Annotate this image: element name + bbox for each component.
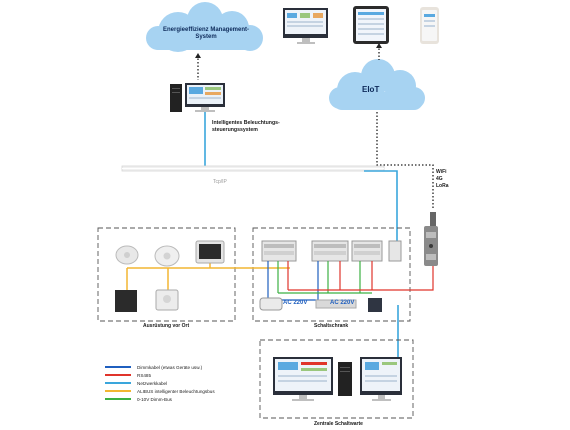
monitor-icon — [273, 357, 333, 401]
cabinet-group-label: Schaltschrank — [314, 323, 349, 329]
pc-tower-icon — [338, 362, 352, 396]
power-label-left: AC 220V — [283, 300, 308, 306]
pc-tower-icon — [170, 84, 182, 112]
tablet-icon — [353, 6, 389, 44]
controller-label: Intelligentes Beleuchtungs- steuerungssy… — [212, 120, 280, 133]
legend-item: 0-10V Dimm-Bus — [105, 395, 172, 403]
legend-label: Dimmkabel (etwas Geräte usw.) — [137, 364, 203, 370]
sensor-icon — [115, 245, 139, 265]
cloud-icon — [329, 59, 425, 110]
legend-swatch — [105, 390, 131, 392]
legend-label: 0-10V Dimm-Bus — [137, 396, 172, 402]
power-label-right: AC 220V — [330, 300, 355, 306]
energy-cloud-label: Energieeffizienz Management-System — [162, 27, 249, 40]
legend-label: Netzwerkkabel — [137, 380, 168, 386]
eiot-cloud — [329, 59, 425, 110]
monitor-icon — [283, 8, 328, 44]
sensor-icon — [155, 289, 179, 311]
tcp-bus — [121, 165, 385, 172]
antenna-gateway-icon — [424, 212, 438, 266]
wireless-label-wifi: WiFi — [436, 169, 447, 175]
field-group-box — [97, 227, 236, 322]
wireless-label-lora: LoRa — [436, 183, 449, 189]
sensor-icon — [154, 245, 180, 267]
field-group-label: Ausrüstung vor Ort — [143, 323, 190, 329]
breaker-icon — [259, 297, 283, 311]
cloud-icon — [146, 2, 263, 52]
power-strip-icon — [315, 299, 357, 309]
energy-cloud — [146, 2, 263, 52]
monitor-icon — [185, 83, 225, 112]
legend-swatch — [105, 374, 131, 376]
legend-swatch — [105, 366, 131, 368]
relay-module-icon — [261, 240, 297, 262]
eiot-cloud-label: EIoT — [362, 85, 380, 94]
legend-item: RS485 — [105, 371, 151, 379]
legend-label: ALIBUS intelligenter Beleuchtungsbus — [137, 388, 215, 394]
legend-item: Netzwerkkabel — [105, 379, 167, 387]
control-room-pc-left — [273, 357, 333, 401]
bus-label: Tcp/IP — [213, 179, 227, 185]
legend-item: Dimmkabel (etwas Geräte usw.) — [105, 363, 202, 371]
legend-label: RS485 — [137, 372, 152, 378]
legend-swatch — [105, 398, 131, 400]
phone-icon — [420, 7, 439, 44]
legend-swatch — [105, 382, 131, 384]
controller-pc — [170, 83, 225, 112]
relay-module-icon — [351, 240, 383, 262]
switch-panel-icon — [115, 290, 137, 312]
power-supply-icon — [368, 298, 382, 312]
monitor-icon — [360, 357, 402, 401]
relay-module-icon — [388, 240, 402, 262]
relay-module-icon — [311, 240, 349, 262]
wireless-label-4g: 4G — [436, 176, 443, 182]
cabinet-group-box — [252, 227, 411, 322]
control-room-label: Zentrale Schaltwarte — [314, 421, 363, 427]
legend-item: ALIBUS intelligenter Beleuchtungsbus — [105, 387, 215, 395]
touch-panel-icon — [195, 240, 225, 264]
control-room-pc-right — [360, 357, 402, 401]
control-room-box — [259, 339, 414, 419]
